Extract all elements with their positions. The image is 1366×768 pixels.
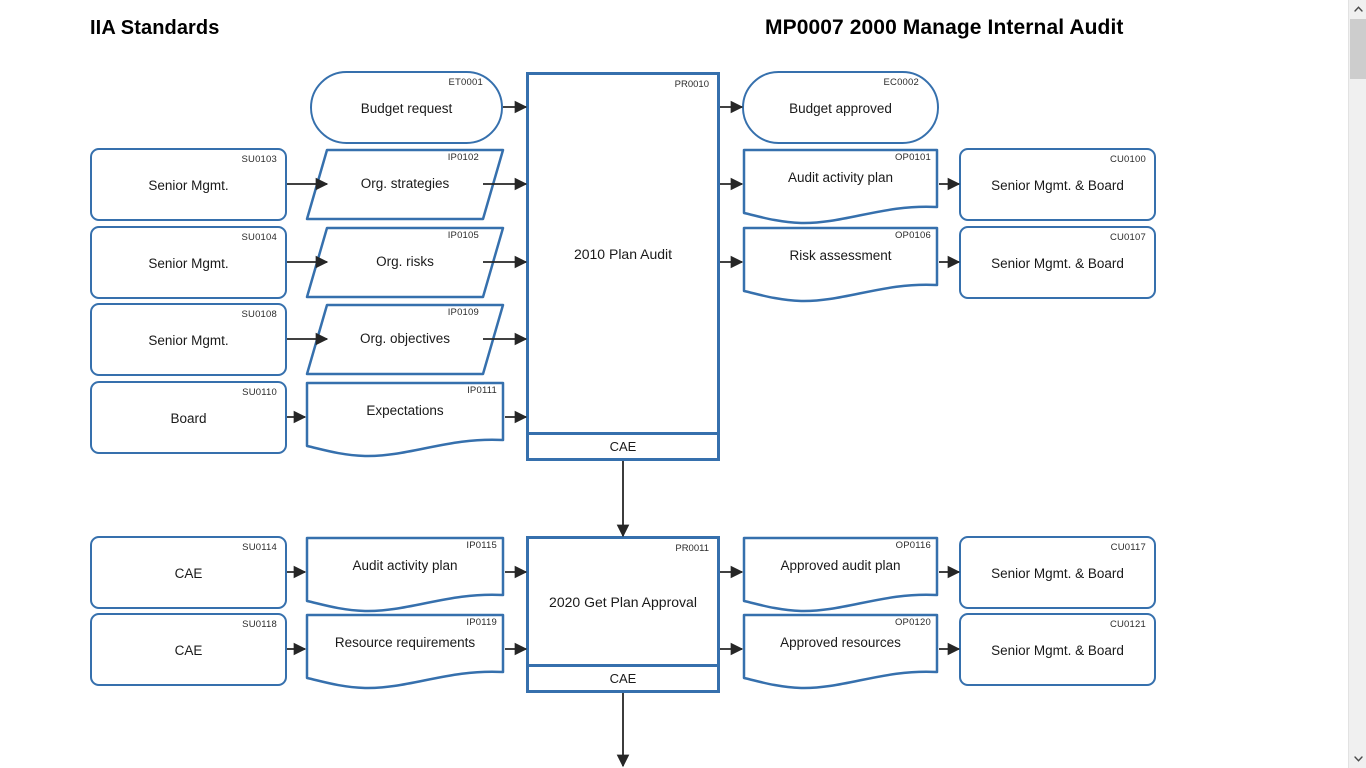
node-label: Senior Mgmt.: [148, 177, 229, 193]
node-et0001[interactable]: Budget request ET0001: [310, 71, 503, 144]
node-id-badge: SU0110: [242, 387, 277, 398]
document-outline: [305, 613, 505, 690]
page-title-right: MP0007 2000 Manage Internal Audit: [765, 16, 1124, 39]
node-su0118[interactable]: CAE SU0118: [90, 613, 287, 686]
node-su0104[interactable]: Senior Mgmt. SU0104: [90, 226, 287, 299]
node-id-badge: SU0114: [242, 542, 277, 553]
node-su0108[interactable]: Senior Mgmt. SU0108: [90, 303, 287, 376]
process-role-label: CAE: [526, 432, 720, 461]
node-label: Senior Mgmt.: [148, 332, 229, 348]
node-label: CAE: [174, 642, 203, 658]
document-outline: [305, 536, 505, 613]
document-outline: [305, 381, 505, 458]
node-su0110[interactable]: Board SU0110: [90, 381, 287, 454]
parallelogram-outline: [305, 148, 505, 221]
node-su0114[interactable]: CAE SU0114: [90, 536, 287, 609]
parallelogram-outline: [305, 303, 505, 376]
process-title: 2020 Get Plan Approval: [549, 594, 697, 610]
process-role-label: CAE: [526, 664, 720, 693]
document-outline: [742, 613, 939, 690]
document-outline: [742, 226, 939, 303]
node-label: Senior Mgmt. & Board: [991, 565, 1124, 581]
node-label: Senior Mgmt. & Board: [991, 177, 1124, 193]
node-id-badge: SU0104: [241, 232, 277, 243]
chevron-up-icon: [1353, 6, 1363, 12]
vertical-scrollbar[interactable]: [1348, 0, 1366, 768]
document-outline: [742, 148, 939, 225]
process-id-badge: PR0010: [674, 79, 709, 90]
node-id-badge: EC0002: [883, 77, 919, 88]
scroll-down-button[interactable]: [1349, 750, 1366, 768]
node-label: Budget request: [360, 100, 453, 116]
node-cu0117[interactable]: Senior Mgmt. & Board CU0117: [959, 536, 1156, 609]
chevron-down-icon: [1353, 756, 1363, 762]
node-label: Senior Mgmt. & Board: [991, 642, 1124, 658]
node-id-badge: SU0103: [241, 154, 277, 165]
scrollbar-track[interactable]: [1349, 18, 1366, 750]
node-label: Senior Mgmt.: [148, 255, 229, 271]
parallelogram-outline: [305, 226, 505, 299]
node-id-badge: CU0100: [1109, 154, 1146, 165]
node-label: CAE: [174, 565, 203, 581]
node-id-badge: CU0117: [1110, 542, 1146, 553]
node-cu0121[interactable]: Senior Mgmt. & Board CU0121: [959, 613, 1156, 686]
node-label: Senior Mgmt. & Board: [991, 255, 1124, 271]
node-id-badge: CU0107: [1109, 232, 1146, 243]
node-label: Budget approved: [789, 100, 892, 116]
node-ec0002[interactable]: Budget approved EC0002: [742, 71, 939, 144]
process-title: 2010 Plan Audit: [573, 246, 673, 262]
node-id-badge: SU0118: [242, 619, 277, 630]
scroll-up-button[interactable]: [1349, 0, 1366, 18]
document-outline: [742, 536, 939, 613]
node-cu0107[interactable]: Senior Mgmt. & Board CU0107: [959, 226, 1156, 299]
node-label: Board: [170, 410, 207, 426]
node-cu0100[interactable]: Senior Mgmt. & Board CU0100: [959, 148, 1156, 221]
page-title-left: IIA Standards: [90, 17, 220, 39]
node-id-badge: ET0001: [448, 77, 483, 88]
node-id-badge: CU0121: [1109, 619, 1146, 630]
node-su0103[interactable]: Senior Mgmt. SU0103: [90, 148, 287, 221]
node-id-badge: SU0108: [241, 309, 277, 320]
process-id-badge: PR0011: [675, 543, 709, 554]
scrollbar-thumb[interactable]: [1350, 19, 1366, 79]
